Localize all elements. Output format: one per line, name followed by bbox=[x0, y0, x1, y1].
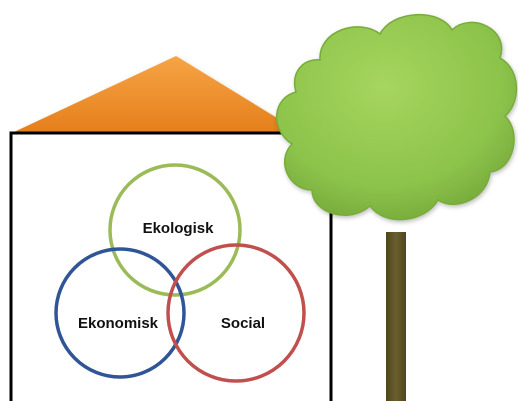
roof bbox=[14, 56, 300, 132]
tree-trunk bbox=[386, 232, 406, 401]
label-ekologisk: Ekologisk bbox=[143, 220, 215, 237]
circle-ekonomisk bbox=[54, 247, 186, 379]
label-social: Social bbox=[221, 315, 265, 332]
circle-social bbox=[166, 243, 306, 383]
label-ekonomisk: Ekonomisk bbox=[78, 315, 159, 332]
circle-ekologisk bbox=[108, 163, 242, 297]
tree-crown bbox=[276, 14, 518, 221]
house-body bbox=[9, 131, 333, 401]
